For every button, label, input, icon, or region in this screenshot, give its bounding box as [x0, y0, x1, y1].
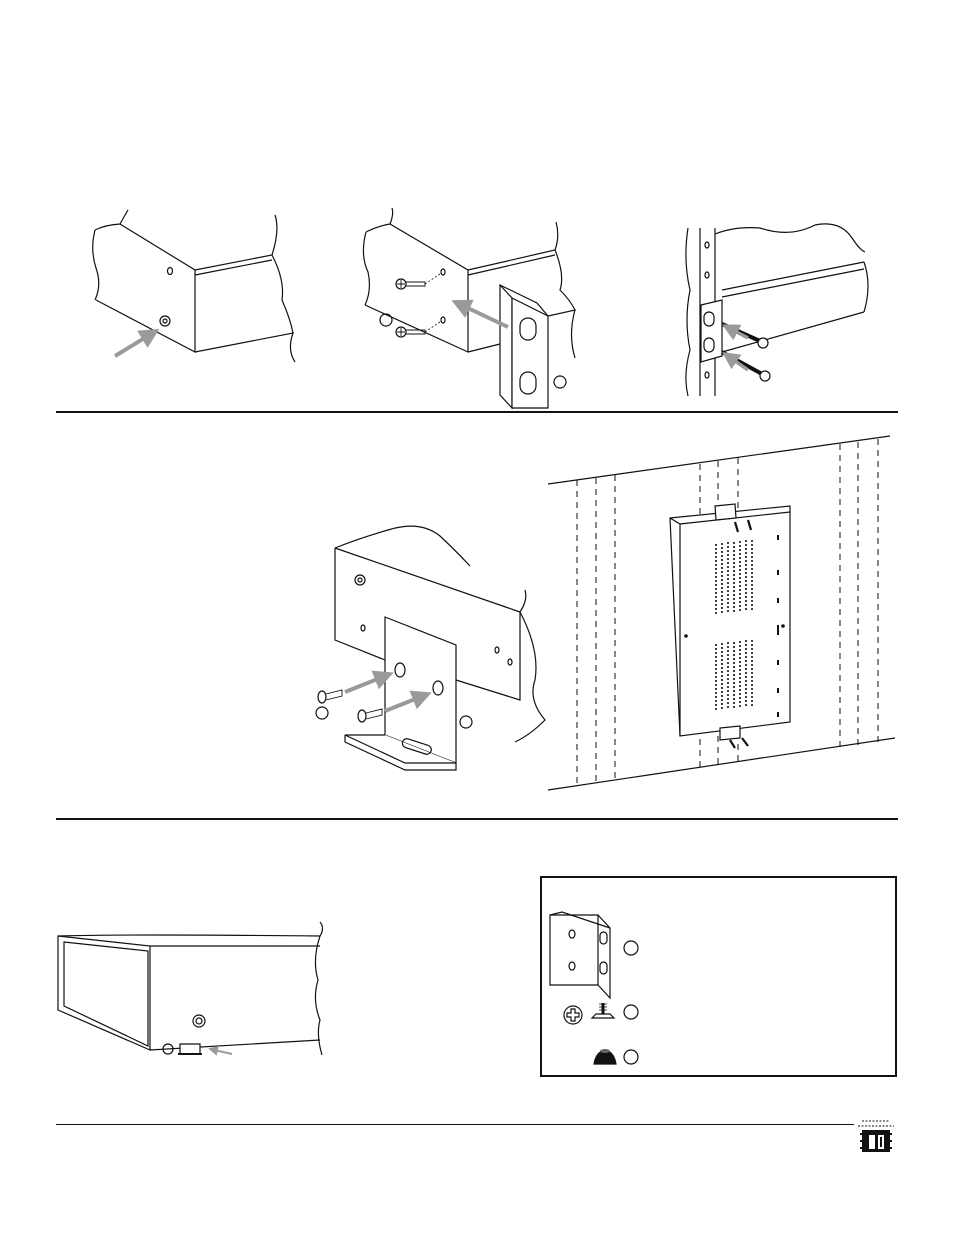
figure-mount-in-rack [686, 224, 868, 396]
figure-attach-rack-ear [363, 208, 575, 408]
parts-legend [540, 876, 897, 1077]
section-divider-top [56, 411, 898, 413]
figure-remove-screw [93, 210, 295, 362]
footer-rule [56, 1124, 854, 1125]
figure-attach-feet [58, 922, 323, 1055]
figure-wall-mount [548, 436, 895, 790]
manufacturer-logo-icon [858, 1121, 894, 1152]
section-divider-middle [56, 818, 898, 820]
figure-attach-wall-bracket [316, 526, 545, 770]
